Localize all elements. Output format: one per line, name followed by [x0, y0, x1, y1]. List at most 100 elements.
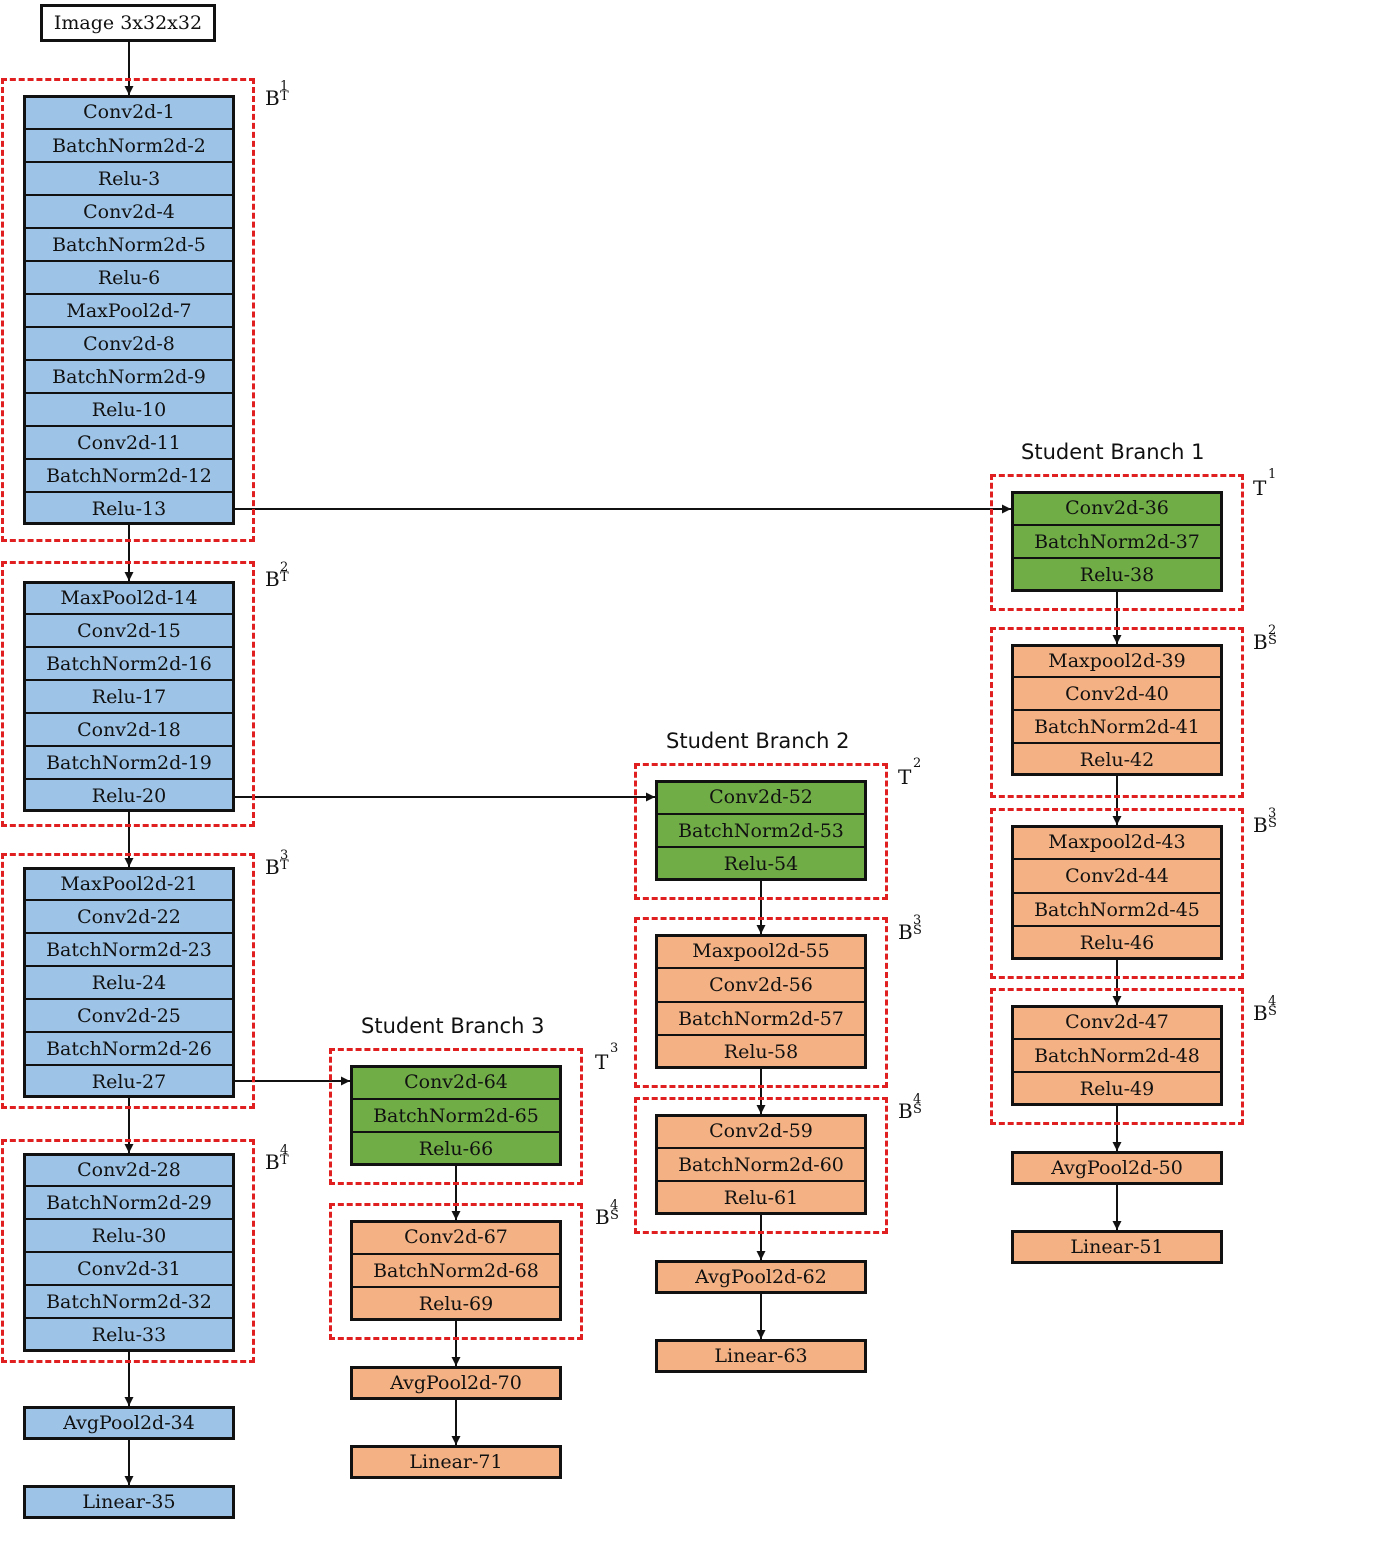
student-branch-1-block-3-layer: BatchNorm2d-48: [1011, 1039, 1223, 1072]
student-branch-1-block-1-layer: Relu-42: [1011, 743, 1223, 776]
student-branch-2-title: Student Branch 2: [666, 729, 850, 753]
student-branch-2-transfer-layer: BatchNorm2d-53: [655, 814, 867, 847]
block-label-sub: S: [610, 1208, 619, 1224]
block-label-letter: B: [595, 1205, 610, 1229]
student-branch-1-block-2-layer: Relu-46: [1011, 926, 1223, 960]
student-branch-1-linear-box: Linear-51: [1011, 1230, 1223, 1264]
teacher-block-2-layer: Conv2d-18: [23, 713, 235, 746]
block-label-letter: B: [1253, 630, 1268, 654]
student-branch-2-block-1-layer: BatchNorm2d-57: [655, 1002, 867, 1035]
student-branch-1-title: Student Branch 1: [1021, 440, 1205, 464]
block-label-letter: B: [1253, 813, 1268, 837]
student-branch-2-transfer-layer: Conv2d-52: [655, 780, 867, 814]
block-label-letter: B: [265, 855, 280, 879]
block-label-sup: 3: [1268, 806, 1277, 821]
block-label-sup: 2: [1268, 623, 1277, 638]
teacher-block-1-layer: BatchNorm2d-5: [23, 228, 235, 261]
teacher-block-1-layer: Conv2d-4: [23, 195, 235, 228]
block-label-sub: S: [1268, 1004, 1277, 1020]
block-label-sup: 2: [280, 560, 289, 575]
teacher-block-4-layer: Relu-30: [23, 1219, 235, 1252]
teacher-block-4-layer: Relu-33: [23, 1318, 235, 1352]
student-branch-3-transfer-layer: BatchNorm2d-65: [350, 1099, 562, 1132]
teacher-block-1-layer: Relu-13: [23, 492, 235, 525]
teacher-block-1-layer: BatchNorm2d-2: [23, 129, 235, 162]
teacher-block-2-layer: MaxPool2d-14: [23, 581, 235, 614]
student-branch-3-block-1-layer: BatchNorm2d-68: [350, 1254, 562, 1287]
student-branch-2-block-1-layer: Maxpool2d-55: [655, 934, 867, 968]
teacher-block-2-layer: Conv2d-15: [23, 614, 235, 647]
student-branch-3-transfer-layer: Relu-66: [350, 1132, 562, 1166]
student-branch-1-block-2-layer: Conv2d-44: [1011, 859, 1223, 893]
student-branch-1-block-2-layer: BatchNorm2d-45: [1011, 893, 1223, 926]
student-branch-1-transfer-layer: Relu-38: [1011, 558, 1223, 592]
student-branch-1-avgpool-box: AvgPool2d-50: [1011, 1151, 1223, 1185]
block-label-letter: T: [595, 1050, 609, 1074]
block-label-sub: T: [280, 89, 289, 105]
block-label-letter: B: [265, 567, 280, 591]
teacher-block-1-layer: Relu-10: [23, 393, 235, 426]
block-label-indices: 1: [1268, 467, 1277, 482]
block-label-letter: T: [898, 765, 912, 789]
block-label-sub: T: [280, 858, 289, 874]
teacher-block-4-layer: Conv2d-31: [23, 1252, 235, 1285]
teacher-block-3-layer: MaxPool2d-21: [23, 867, 235, 900]
teacher-block-1-layer: Relu-3: [23, 162, 235, 195]
teacher-block-4-layer: Conv2d-28: [23, 1153, 235, 1186]
block-label-sup: 3: [913, 913, 922, 928]
teacher-block-3-layer: Conv2d-22: [23, 900, 235, 933]
teacher-block-3-layer: Relu-24: [23, 966, 235, 999]
block-label-sup: 4: [280, 1143, 289, 1158]
student-branch-3-transfer-layer: Conv2d-64: [350, 1065, 562, 1099]
student-branch-2-linear-box: Linear-63: [655, 1339, 867, 1373]
student-branch-1-transfer-layer: BatchNorm2d-37: [1011, 525, 1223, 558]
teacher-block-4-layer: BatchNorm2d-32: [23, 1285, 235, 1318]
teacher-avgpool-box: AvgPool2d-34: [23, 1406, 235, 1440]
teacher-block-3-layer: Conv2d-25: [23, 999, 235, 1032]
teacher-block-1-layer: BatchNorm2d-12: [23, 459, 235, 492]
student-branch-1-transfer-layer: Conv2d-36: [1011, 491, 1223, 525]
student-branch-3-linear-box: Linear-71: [350, 1445, 562, 1479]
student-branch-1-block-2-layer: Maxpool2d-43: [1011, 825, 1223, 859]
student-branch-1-block-3-layer: Conv2d-47: [1011, 1005, 1223, 1039]
student-branch-2-avgpool-box: AvgPool2d-62: [655, 1260, 867, 1294]
block-label-letter: B: [265, 1150, 280, 1174]
block-label-sub: S: [1268, 633, 1277, 649]
block-label-sub: S: [913, 1102, 922, 1118]
student-branch-1-block-1-layer: Maxpool2d-39: [1011, 644, 1223, 677]
teacher-block-4-layer: BatchNorm2d-29: [23, 1186, 235, 1219]
block-label-sub: T: [280, 1153, 289, 1169]
teacher-block-1-layer: Conv2d-8: [23, 327, 235, 360]
teacher-block-1-layer: BatchNorm2d-9: [23, 360, 235, 393]
block-label-sup: 1: [1268, 467, 1277, 482]
block-label-sup: 4: [610, 1198, 619, 1213]
teacher-block-3-layer: BatchNorm2d-23: [23, 933, 235, 966]
block-label-sub: S: [1268, 816, 1277, 832]
student-branch-3-avgpool-box: AvgPool2d-70: [350, 1366, 562, 1400]
block-label-letter: B: [898, 920, 913, 944]
block-label-letter: T: [1253, 476, 1267, 500]
teacher-block-2-layer: Relu-20: [23, 779, 235, 812]
student-branch-1-block-1-layer: BatchNorm2d-41: [1011, 710, 1223, 743]
teacher-block-2-layer: Relu-17: [23, 680, 235, 713]
teacher-block-3-layer: BatchNorm2d-26: [23, 1032, 235, 1065]
